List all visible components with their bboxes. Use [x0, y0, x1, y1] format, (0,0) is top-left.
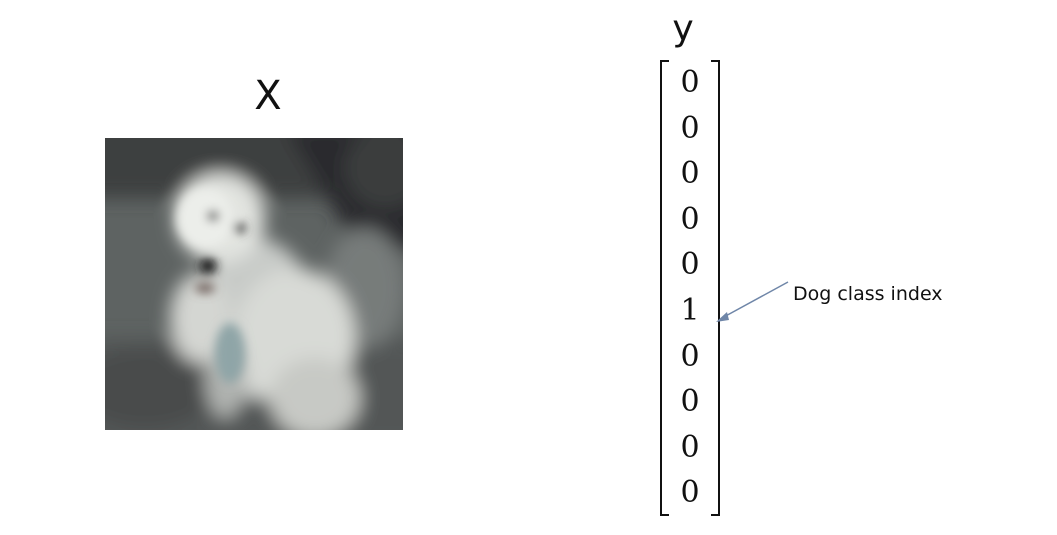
vector-entry: 0 — [680, 247, 700, 283]
input-label: X — [254, 73, 282, 119]
vector-entry: 0 — [680, 65, 700, 100]
vector-entry: 0 — [680, 475, 700, 511]
right-bracket — [711, 60, 720, 516]
left-bracket — [660, 60, 669, 516]
vector-entry: 0 — [680, 156, 700, 192]
output-label: y — [672, 8, 694, 49]
dog-image — [105, 138, 403, 430]
vector-entry: 0 — [680, 201, 700, 237]
vector-entry: 0 — [680, 338, 700, 374]
vector-entry: 0 — [680, 110, 700, 146]
pointer-arrow — [716, 281, 789, 322]
vector-entries: 0 0 0 0 0 1 0 0 0 0 — [660, 60, 720, 516]
vector-entry: 0 — [680, 429, 700, 465]
vector-entry-hot: 1 — [680, 292, 700, 328]
vector-entry: 0 — [680, 384, 700, 420]
one-hot-vector: 0 0 0 0 0 1 0 0 0 0 — [660, 60, 720, 516]
dog-class-annotation: Dog class index — [793, 283, 943, 305]
